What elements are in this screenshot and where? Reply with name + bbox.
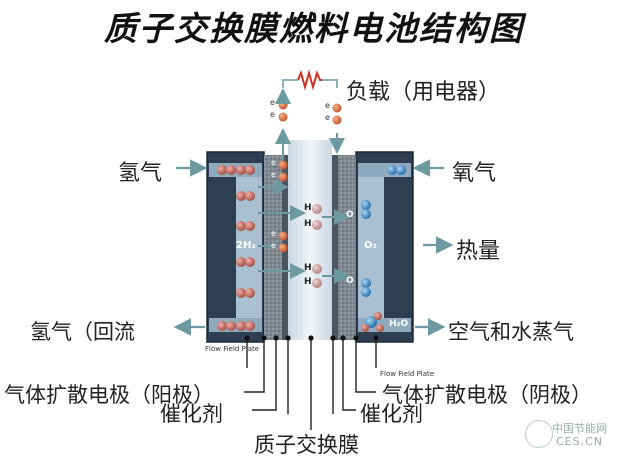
water-molecule: [361, 312, 384, 332]
proton-exchange-membrane: [288, 140, 332, 340]
cathode-flow-plate-label: Flow Field Plate: [380, 370, 435, 378]
heat-label: 热量: [456, 239, 501, 264]
hydrogen-molecules: [217, 165, 255, 331]
electron-label-4: e: [325, 113, 330, 122]
watermark-en: CES.CN: [556, 435, 604, 448]
electron-label-6: e: [271, 170, 276, 179]
anode-flow-plate-label: Flow Field Plate: [205, 345, 260, 353]
leader-lines: [244, 340, 377, 430]
proton-label-1: H: [304, 203, 312, 213]
load-label: 负载（用电器）: [346, 80, 501, 105]
page-title: 质子交换膜燃料电池结构图: [104, 9, 524, 48]
cathode-electrode-label: 气体扩散电极（阴极）: [382, 383, 592, 407]
anode-electrode-label: 气体扩散电极（阳极）: [4, 383, 214, 407]
watermark-logo-icon: [525, 420, 553, 448]
leader-dots: [244, 335, 379, 341]
anode-gas-diffusion-layer: [264, 155, 282, 340]
hydrogen-inlet-label: 氢气: [118, 161, 163, 186]
h2-label: 2H₂: [236, 240, 256, 251]
electron-label-3: e: [325, 101, 330, 110]
oxygen-label-2: O: [346, 276, 354, 286]
resistor-icon: [297, 69, 322, 91]
external-circuit: [282, 79, 338, 88]
cathode-catalyst-label: 催化剂: [360, 402, 423, 426]
electron-label-1: e: [270, 98, 275, 107]
flow-arrows: [258, 88, 350, 284]
cathode-gas-diffusion-layer: [338, 155, 356, 340]
watermark-cn: 中国节能网: [552, 422, 607, 435]
electron-label-8: e: [271, 241, 276, 250]
h2o-label: H₂O: [389, 319, 409, 329]
cathode-catalyst-layer: [332, 155, 338, 340]
electron-label-5: e: [271, 158, 276, 167]
air-water-vapor-label: 空气和水蒸气: [448, 320, 574, 344]
external-arrows: [173, 159, 454, 336]
membrane-label: 质子交换膜: [254, 433, 359, 457]
proton-label-4: H: [304, 277, 312, 287]
proton-label-2: H: [304, 219, 312, 229]
protons: [312, 204, 322, 288]
oxygen-inlet-label: 氧气: [452, 161, 497, 186]
electron-label-2: e: [270, 110, 275, 119]
proton-label-3: H: [304, 263, 312, 273]
oxygen-label-1: O: [346, 210, 354, 220]
oxygen-molecules: [361, 165, 406, 297]
hydrogen-return-label: 氢气（回流: [30, 320, 135, 344]
anode-catalyst-label: 催化剂: [160, 402, 223, 426]
o2-label: O₂: [364, 240, 377, 251]
electron-label-7: e: [271, 229, 276, 238]
